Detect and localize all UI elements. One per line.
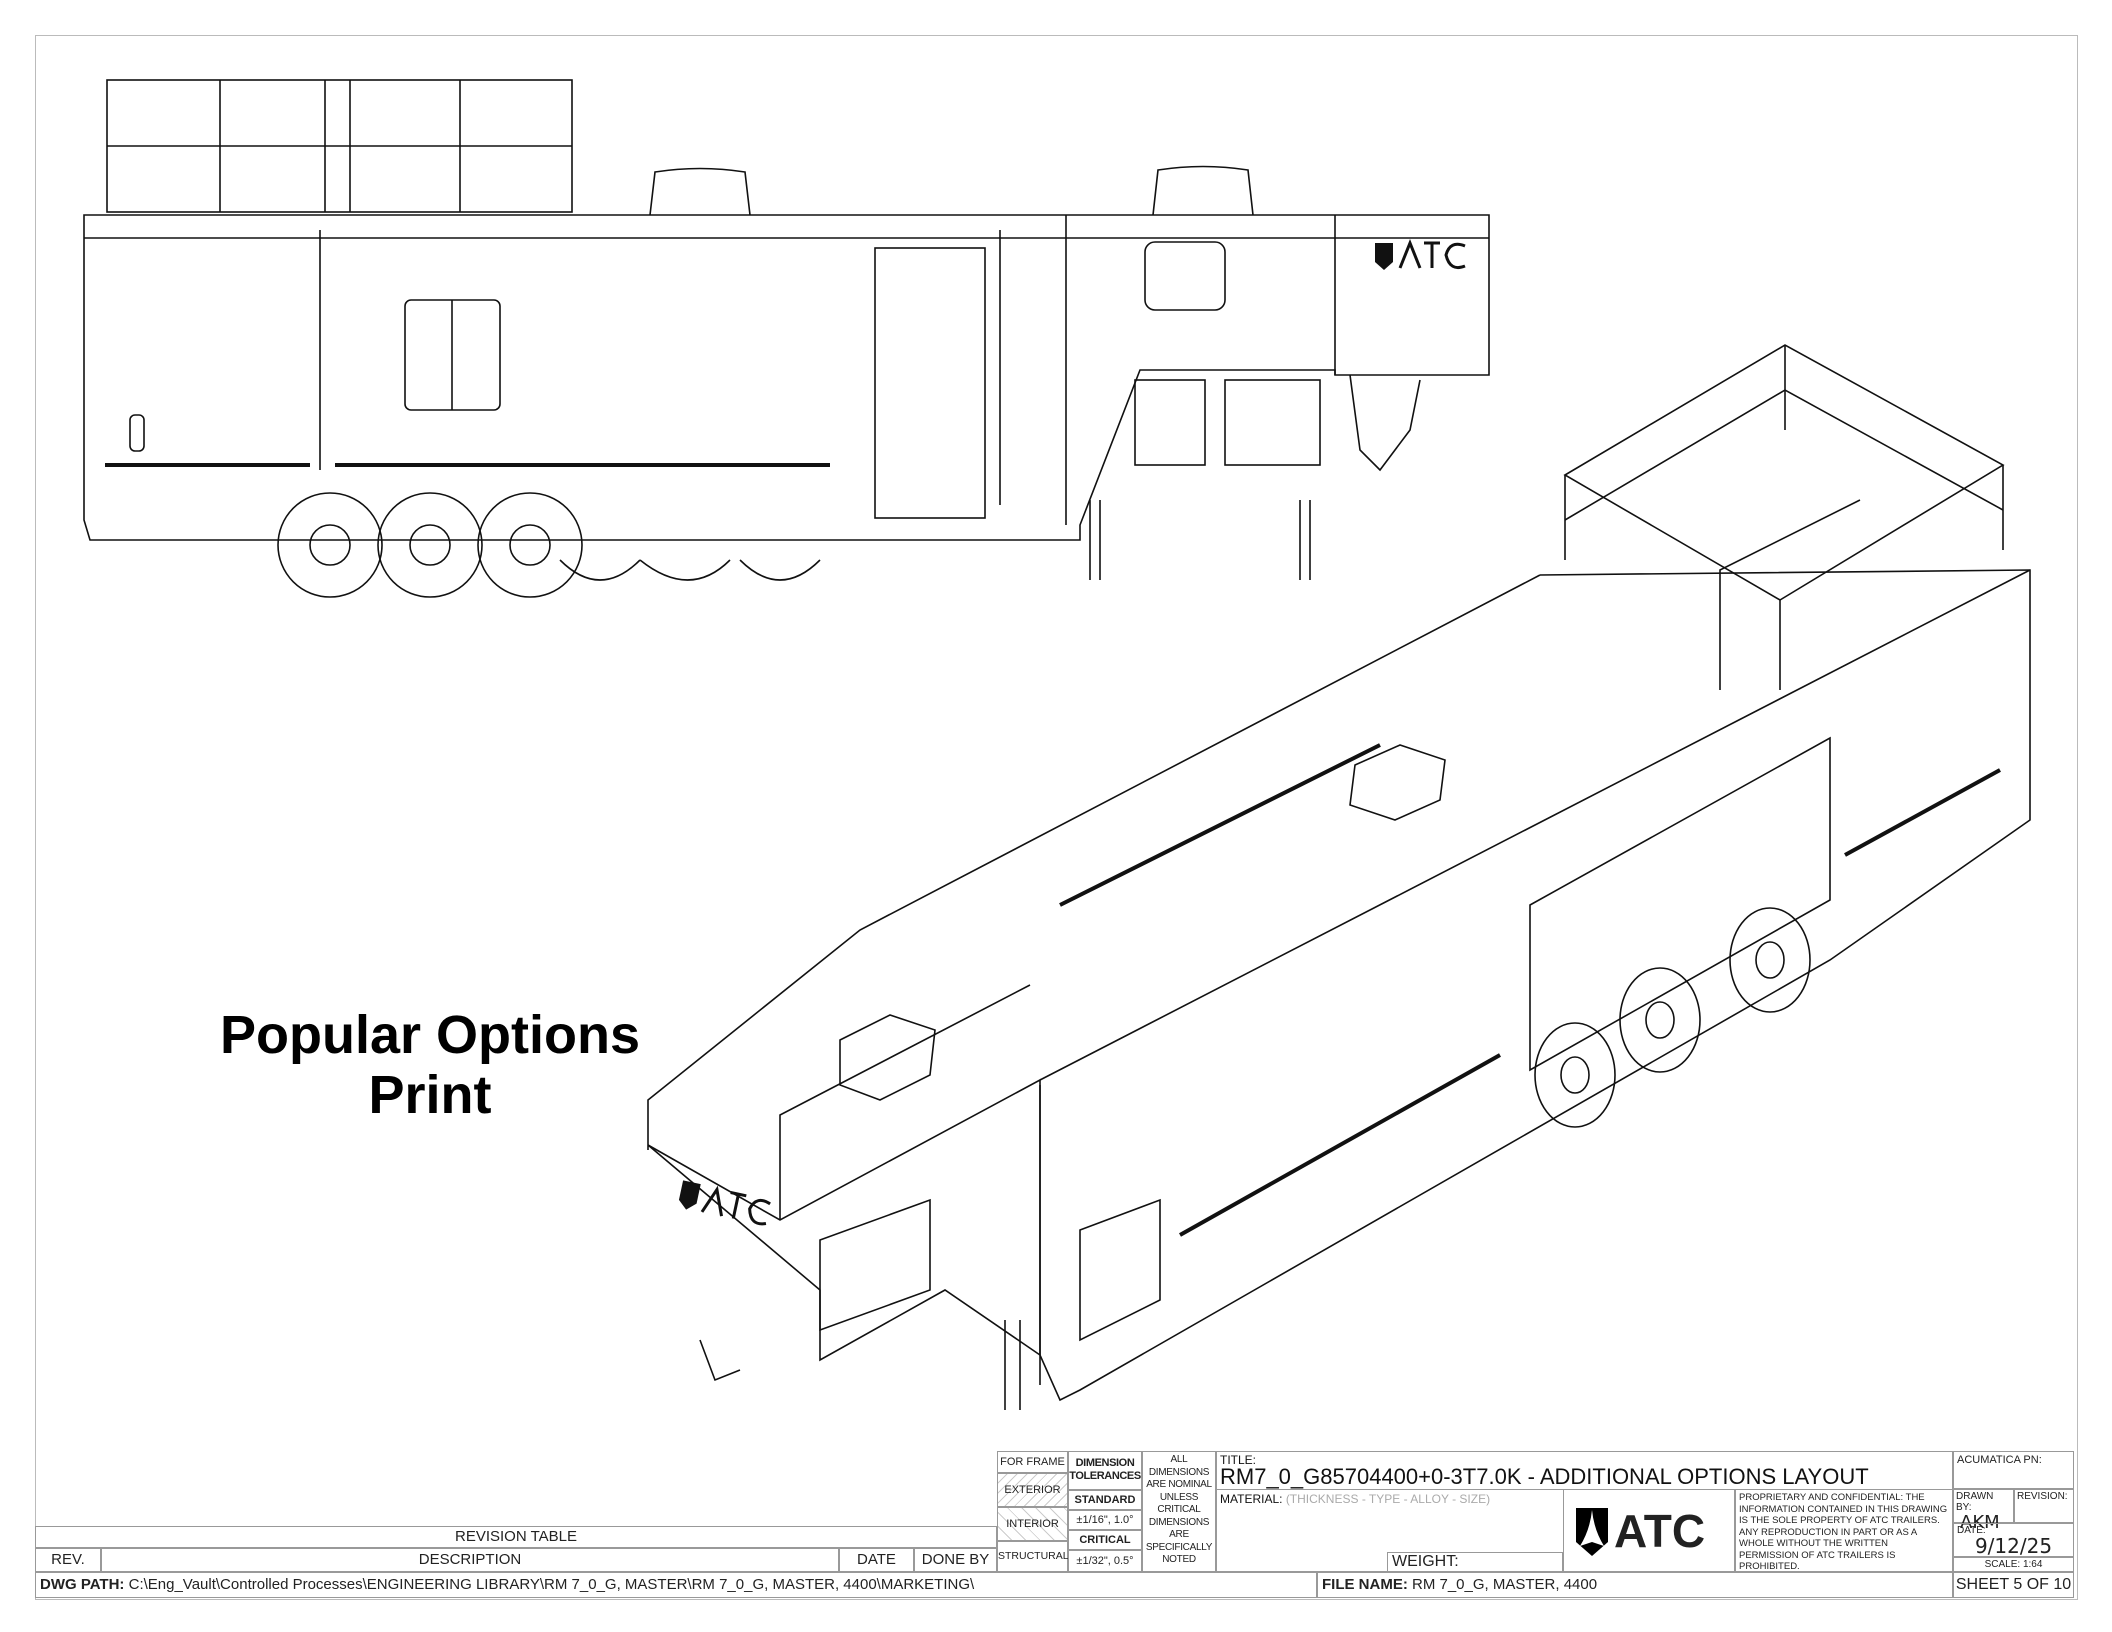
material: MATERIAL: (THICKNESS - TYPE - ALLOY - SI… xyxy=(1220,1492,1490,1506)
material-label: MATERIAL: xyxy=(1220,1492,1283,1506)
legend-interior: INTERIOR xyxy=(997,1507,1068,1541)
file-name: FILE NAME: RM 7_0_G, MASTER, 4400 xyxy=(1317,1572,1953,1598)
legend-structural: STRUCTURAL xyxy=(997,1541,1069,1572)
date-field: DATE: 9/12/25 xyxy=(1953,1523,2074,1557)
tolerance-critical-label: CRITICAL xyxy=(1068,1530,1142,1550)
drawn-by-value: AKM xyxy=(1960,1512,2000,1533)
title-label: TITLE: xyxy=(1220,1453,1257,1467)
legend-for-frame: FOR FRAME xyxy=(997,1451,1068,1473)
iso-atc-logo-icon xyxy=(678,1180,771,1226)
headline-line-2: Print xyxy=(368,1065,492,1125)
nominal-dimensions-note: ALL DIMENSIONS ARE NOMINAL UNLESS CRITIC… xyxy=(1142,1451,1216,1572)
revision-col-description: DESCRIPTION xyxy=(101,1548,839,1572)
drawing-border xyxy=(35,35,2078,1600)
weight-field: WEIGHT: xyxy=(1387,1552,1563,1572)
side-atc-logo-icon xyxy=(1375,238,1466,270)
dwg-path: DWG PATH: C:\Eng_Vault\Controlled Proces… xyxy=(35,1572,1317,1598)
tolerance-standard-label: STANDARD xyxy=(1068,1490,1142,1510)
drawing-title: RM7_0_G85704400+0-3T7.0K - ADDITIONAL OP… xyxy=(1220,1464,1869,1489)
file-name-label: FILE NAME: xyxy=(1322,1576,1408,1593)
headline-line-1: Popular Options xyxy=(219,1005,640,1065)
tolerance-standard-value: ±1/16", 1.0° xyxy=(1068,1510,1142,1530)
acumatica-pn-label: ACUMATICA PN: xyxy=(1953,1451,2074,1489)
scale: SCALE: 1:64 xyxy=(1953,1557,2074,1572)
date-value: 9/12/25 xyxy=(1974,1534,2053,1558)
headline: Popular Options Print xyxy=(150,1005,710,1125)
drawn-by-label: DRAWN BY: xyxy=(1956,1491,1994,1513)
drawn-by: DRAWN BY: AKM xyxy=(1953,1489,2014,1533)
atc-logo-text: ATC xyxy=(1614,1505,1706,1557)
date-label: DATE: xyxy=(1957,1525,1986,1536)
revision-table-title: REVISION TABLE xyxy=(35,1526,997,1548)
revision-col-rev: REV. xyxy=(35,1548,101,1572)
material-value: (THICKNESS - TYPE - ALLOY - SIZE) xyxy=(1285,1492,1491,1506)
revision-col-date: DATE xyxy=(839,1548,914,1572)
revision-label: REVISION: xyxy=(2014,1489,2074,1523)
revision-col-done-by: DONE BY xyxy=(914,1548,997,1572)
proprietary-notice: PROPRIETARY AND CONFIDENTIAL: THE INFORM… xyxy=(1735,1489,1953,1572)
sheet-number: SHEET 5 OF 10 xyxy=(1953,1572,2074,1598)
file-name-value: RM 7_0_G, MASTER, 4400 xyxy=(1412,1576,1598,1593)
atc-logo-box: ATC xyxy=(1563,1489,1735,1572)
tolerances-header: DIMENSION TOLERANCES xyxy=(1068,1451,1142,1490)
dwg-path-value: C:\Eng_Vault\Controlled Processes\ENGINE… xyxy=(128,1576,975,1593)
legend-exterior: EXTERIOR xyxy=(997,1473,1068,1507)
dwg-path-label: DWG PATH: xyxy=(40,1576,125,1593)
atc-logo-icon xyxy=(1576,1508,1608,1556)
tolerance-critical-value: ±1/32", 0.5° xyxy=(1068,1550,1142,1572)
